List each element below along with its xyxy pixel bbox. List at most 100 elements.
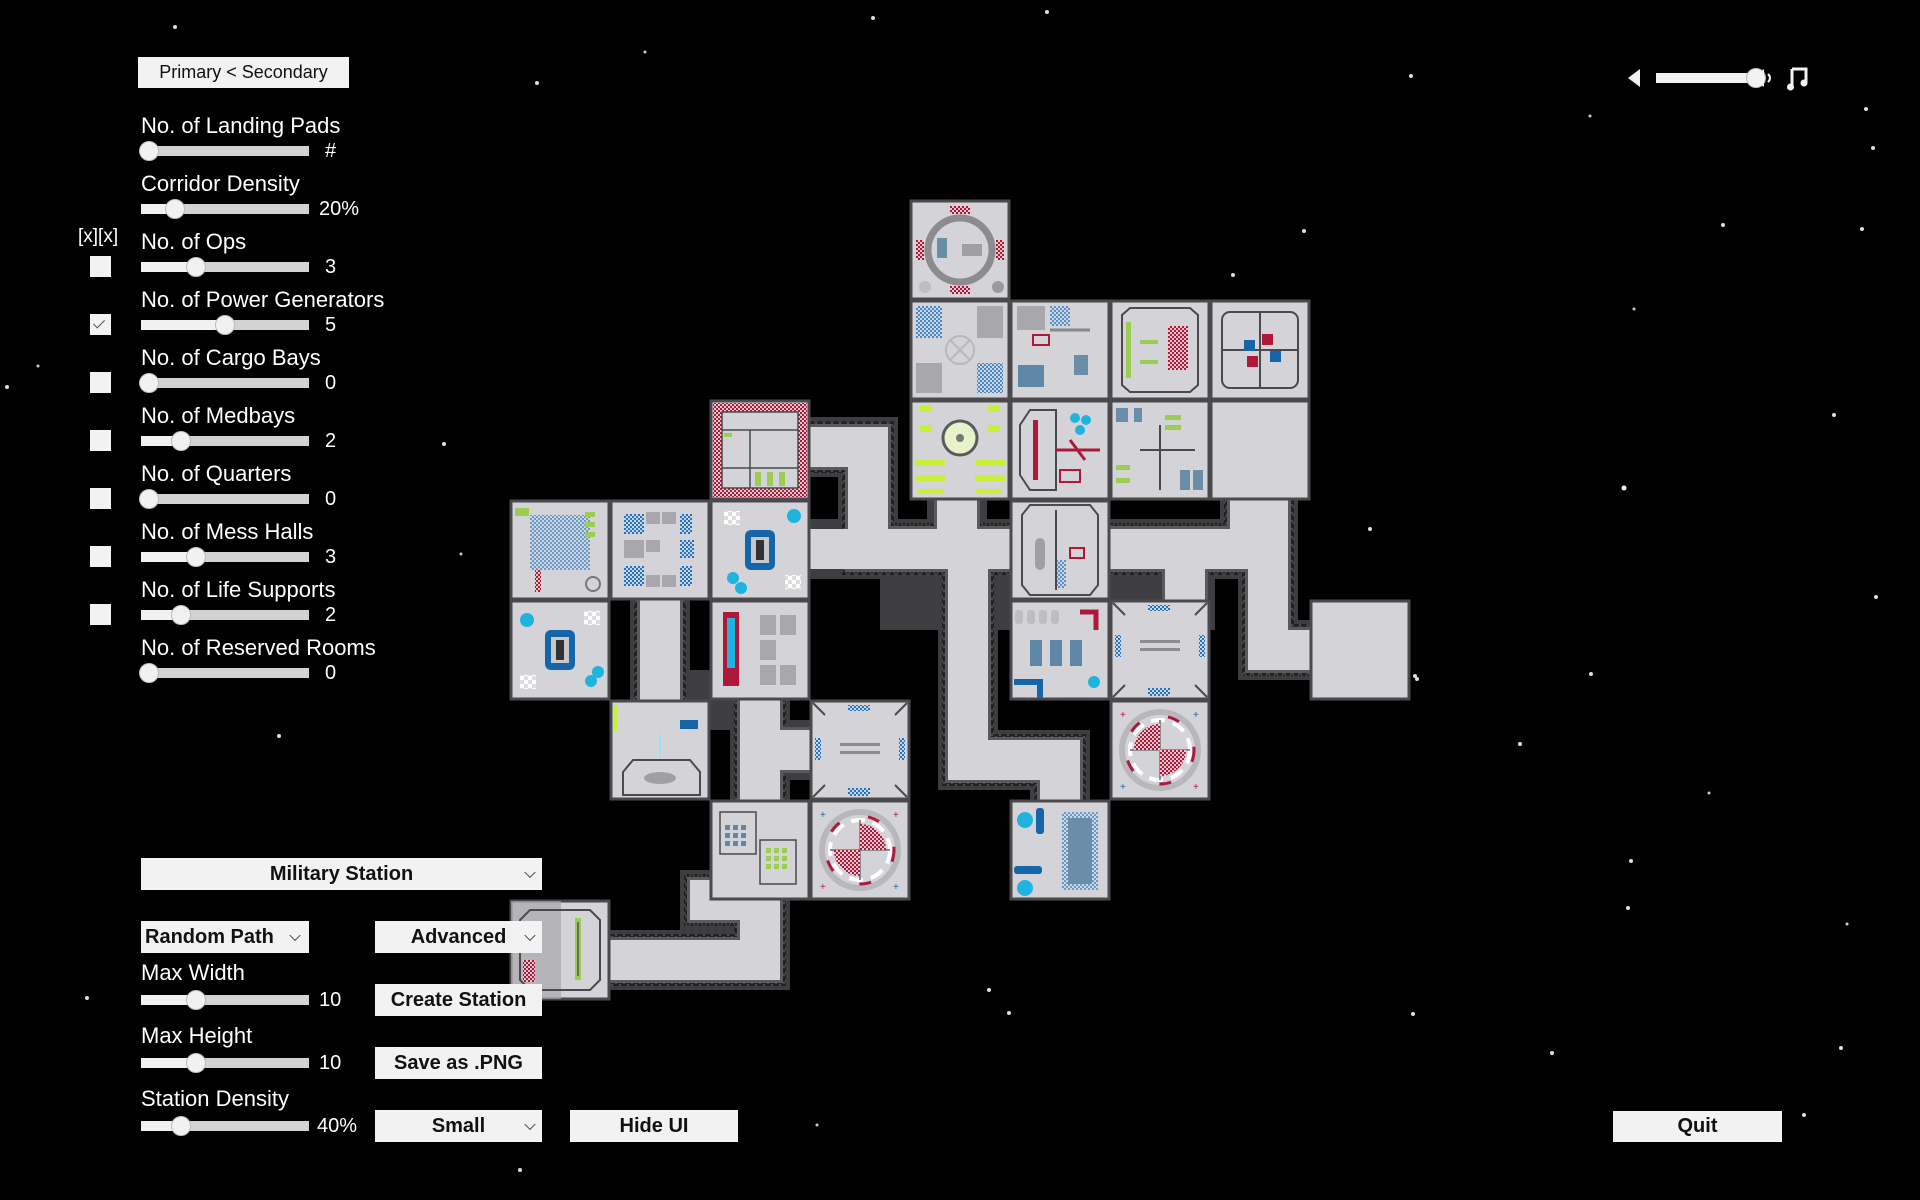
lock-checkbox[interactable] — [90, 314, 111, 335]
slider-value: 3 — [325, 546, 337, 568]
slider-value: 3 — [325, 256, 337, 278]
slider-thumb[interactable] — [215, 315, 235, 335]
slider-no-of-reserved-rooms[interactable] — [139, 663, 309, 683]
slider-no-of-life-supports[interactable] — [141, 605, 309, 625]
size-slider-value: 40% — [317, 1115, 358, 1137]
slider-thumb[interactable] — [186, 547, 207, 567]
room-quarters-octagon — [1109, 299, 1211, 401]
slider-value: 0 — [325, 662, 337, 684]
slider-value: # — [325, 140, 337, 162]
slider-fill — [141, 436, 182, 446]
slider-thumb[interactable] — [139, 141, 160, 161]
lock-checkbox[interactable] — [90, 430, 111, 451]
volume-up-icon[interactable] — [1750, 66, 1776, 90]
slider-thumb[interactable] — [186, 1053, 207, 1073]
svg-text:+: + — [1120, 710, 1126, 721]
slider-thumb[interactable] — [171, 431, 192, 451]
chevron-down-icon — [524, 1118, 536, 1131]
slider-thumb[interactable] — [139, 373, 160, 393]
size-slider-value: 10 — [319, 1052, 342, 1074]
checkbox-header: [x][x] — [78, 226, 119, 247]
size-slider-label: Station Density — [141, 1086, 289, 1111]
slider-value: 5 — [325, 314, 337, 336]
generation-mode-dropdown[interactable]: Advanced — [375, 921, 542, 953]
slider-max-height[interactable] — [141, 1053, 309, 1073]
svg-text:+: + — [893, 882, 899, 893]
station-type-value: Military Station — [269, 862, 414, 885]
slider-no-of-mess-halls[interactable] — [141, 547, 309, 567]
path-mode-value: Random Path — [145, 925, 274, 948]
slider-no-of-power-generators[interactable] — [141, 315, 309, 335]
slider-label: No. of Quarters — [141, 461, 292, 486]
volume-down-icon[interactable] — [1626, 66, 1644, 90]
checkmark-icon — [92, 316, 106, 329]
lock-checkbox[interactable] — [90, 256, 111, 277]
audio-controls — [1620, 62, 1820, 94]
generation-mode-value: Advanced — [410, 925, 507, 948]
slider-fill — [141, 320, 225, 330]
music-note-icon[interactable] — [1786, 65, 1808, 91]
room-empty-2 — [1309, 599, 1411, 701]
create-station-button[interactable]: Create Station — [375, 984, 542, 1016]
slider-no-of-medbays[interactable] — [141, 431, 309, 451]
volume-slider[interactable] — [1656, 68, 1766, 88]
slider-fill — [141, 1058, 197, 1068]
size-preset-value: Small — [431, 1114, 486, 1137]
slider-label: Corridor Density — [141, 171, 300, 196]
slider-label: No. of Medbays — [141, 403, 296, 428]
svg-text:+: + — [820, 882, 826, 893]
lock-checkbox[interactable] — [90, 372, 111, 393]
chevron-down-icon — [524, 929, 536, 942]
slider-thumb[interactable] — [171, 1116, 192, 1136]
hide-ui-button[interactable]: Hide UI — [570, 1110, 738, 1142]
slider-label: No. of Cargo Bays — [141, 345, 321, 370]
size-slider-value: 10 — [319, 989, 342, 1011]
slider-station-density[interactable] — [141, 1116, 309, 1136]
slider-thumb[interactable] — [186, 990, 207, 1010]
slider-thumb[interactable] — [186, 257, 207, 277]
slider-thumb[interactable] — [139, 663, 160, 683]
slider-no-of-landing-pads[interactable] — [139, 141, 309, 161]
slider-thumb[interactable] — [171, 605, 192, 625]
slider-no-of-quarters[interactable] — [139, 489, 309, 509]
save-png-button[interactable]: Save as .PNG — [375, 1047, 542, 1079]
quit-button[interactable]: Quit — [1613, 1111, 1782, 1142]
slider-fill — [141, 204, 175, 214]
lock-checkbox[interactable] — [90, 546, 111, 567]
svg-text:+: + — [1120, 782, 1126, 793]
slider-fill — [141, 610, 182, 620]
slider-fill — [141, 552, 197, 562]
path-mode-dropdown[interactable]: Random Path — [141, 921, 309, 953]
slider-value: 2 — [325, 604, 337, 626]
slider-thumb[interactable] — [164, 199, 185, 219]
svg-text:+: + — [1193, 782, 1199, 793]
station-type-dropdown[interactable]: Military Station — [141, 858, 542, 890]
slider-label: No. of Ops — [141, 229, 247, 254]
slider-fill — [141, 262, 197, 272]
room-empty-1 — [1209, 399, 1311, 501]
slider-label: No. of Reserved Rooms — [141, 635, 376, 660]
svg-text:+: + — [820, 810, 826, 821]
slider-label: No. of Mess Halls — [141, 519, 314, 544]
slider-no-of-cargo-bays[interactable] — [139, 373, 309, 393]
chevron-down-icon — [524, 866, 536, 879]
slider-max-width[interactable] — [141, 990, 309, 1010]
size-slider-label: Max Width — [141, 960, 245, 985]
slider-value: 20% — [319, 198, 360, 220]
primary-secondary-toggle-button[interactable]: Primary < Secondary — [138, 57, 349, 88]
slider-value: 2 — [325, 430, 337, 452]
size-preset-dropdown[interactable]: Small — [375, 1110, 542, 1142]
lock-checkbox[interactable] — [90, 488, 111, 509]
slider-thumb[interactable] — [139, 489, 160, 509]
lock-checkbox[interactable] — [90, 604, 111, 625]
room-briefing-2 — [809, 699, 911, 801]
rooms: ++ ++ ++ ++ — [509, 199, 1411, 1001]
slider-label: No. of Life Supports — [141, 577, 336, 602]
slider-value: 0 — [325, 372, 337, 394]
slider-corridor-density[interactable] — [141, 199, 309, 219]
size-slider-label: Max Height — [141, 1023, 253, 1048]
chevron-down-icon — [289, 929, 301, 942]
slider-label: No. of Landing Pads — [141, 113, 341, 138]
slider-no-of-ops[interactable] — [141, 257, 309, 277]
